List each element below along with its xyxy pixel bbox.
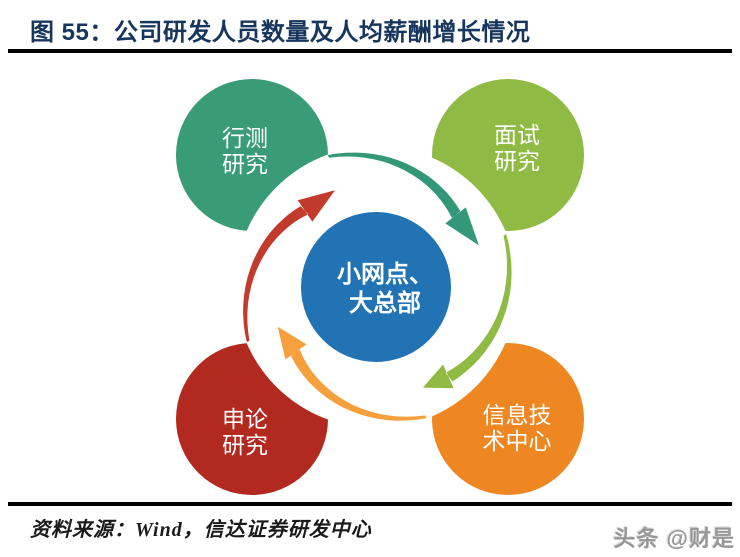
cycle-arrows <box>243 152 512 421</box>
title-divider-rule <box>8 49 732 53</box>
cycle-arrow-bottom-left-to-top-left <box>243 190 335 342</box>
center-circle <box>301 212 451 362</box>
figure-title: 图 55：公司研发人员数量及人均薪酬增长情况 <box>30 19 531 46</box>
cycle-diagram-canvas <box>176 79 584 495</box>
cycle-arrow-top-left-to-top-right <box>327 152 479 246</box>
cycle-diagram: 行测 研究 面试 研究 申论 研究 信息技 术中心 小网点、 大总部 <box>0 62 740 502</box>
source-text: 资料来源：Wind，信达证券研发中心 <box>30 519 372 541</box>
source-divider-rule <box>8 502 732 506</box>
watermark-text: 头条 @财是 <box>613 526 735 551</box>
cycle-arrow-bottom-right-to-bottom-left <box>277 326 427 421</box>
